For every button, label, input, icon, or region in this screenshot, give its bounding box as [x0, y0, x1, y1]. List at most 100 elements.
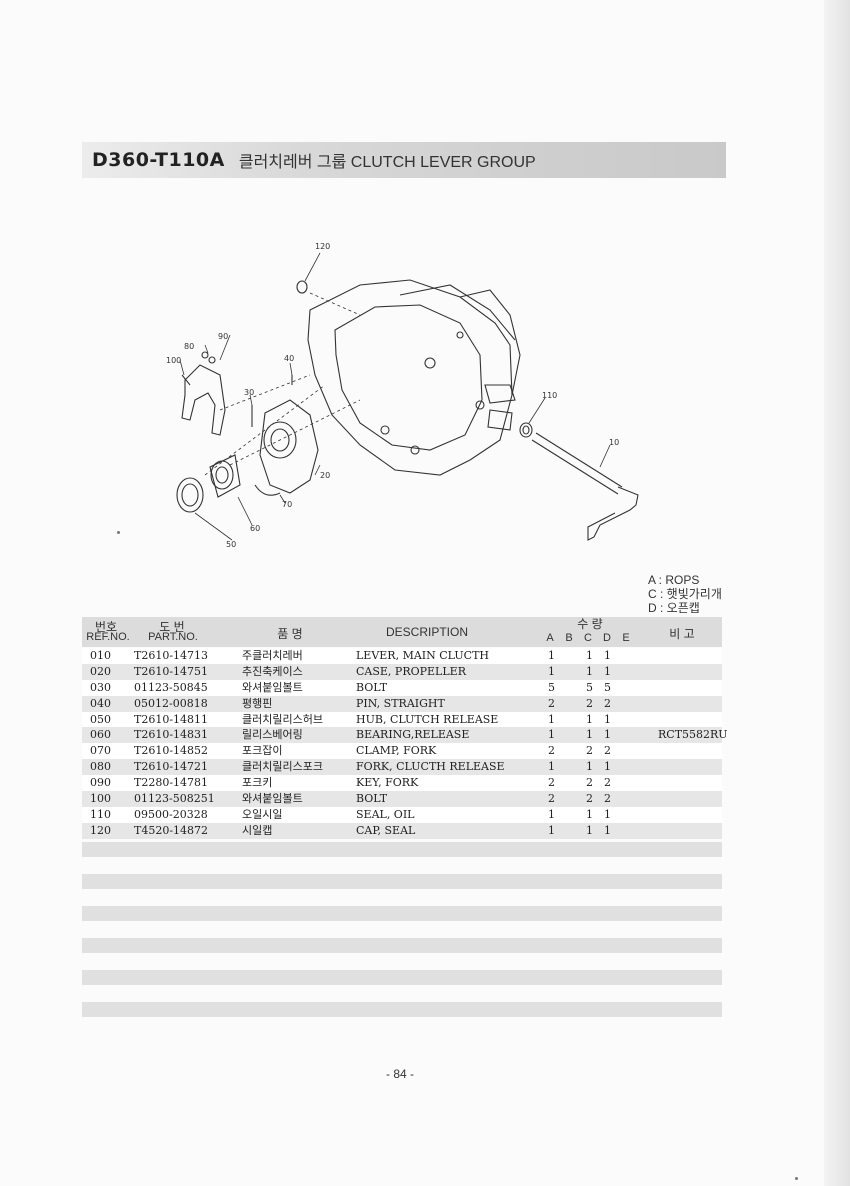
table-row: 030 01123-50845 와셔붙임볼트 BOLT 5 5 5 — [82, 679, 722, 696]
part-description: PIN, STRAIGHT — [356, 696, 445, 710]
empty-row — [82, 906, 722, 921]
qty-a: 1 — [548, 807, 555, 821]
qty-d: 1 — [604, 807, 611, 821]
qty-c: 5 — [586, 680, 593, 694]
header-qty-e: E — [622, 632, 630, 644]
qty-c: 2 — [586, 744, 593, 758]
callout-50: 50 — [226, 540, 236, 549]
part-no: T2280-14781 — [134, 776, 209, 790]
group-title: 클러치레버 그룹 CLUTCH LEVER GROUP — [238, 154, 536, 171]
part-description: CLAMP, FORK — [356, 744, 437, 758]
part-no: 09500-20328 — [134, 807, 208, 821]
header-remark-ko: 비 고 — [669, 627, 695, 641]
header-ref-en: REF.NO. — [86, 631, 130, 643]
header-description: DESCRIPTION — [385, 625, 468, 639]
qty-a: 1 — [548, 649, 555, 662]
qty-c: 2 — [586, 696, 593, 710]
qty-d: 1 — [604, 728, 611, 742]
callout-60: 60 — [250, 524, 260, 533]
qty-d: 1 — [604, 664, 611, 678]
qty-d: 2 — [604, 696, 611, 710]
part-no: 05012-00818 — [134, 696, 208, 710]
part-name-ko: 오일시일 — [242, 807, 283, 821]
part-no: T2610-14751 — [134, 664, 209, 678]
ref-no: 030 — [90, 680, 111, 694]
qty-a: 5 — [548, 680, 555, 694]
part-name-ko: 와셔붙임볼트 — [242, 792, 303, 806]
part-name-ko: 시일캡 — [242, 823, 273, 837]
qty-a: 2 — [548, 792, 555, 806]
header-qty-d: D — [603, 632, 611, 644]
remark: RCT5582RU — [658, 728, 728, 742]
qty-a: 2 — [548, 696, 555, 710]
part-description: KEY, FORK — [356, 776, 419, 790]
callout-110: 110 — [542, 391, 557, 400]
table-row: 060 T2610-14831 릴리스베어링 BEARING,RELEASE 1… — [82, 727, 728, 744]
legend-item-d: D : 오픈캡 — [648, 601, 700, 615]
empty-row — [82, 938, 722, 953]
part-no: T2610-14811 — [134, 712, 209, 726]
qty-d: 1 — [604, 823, 611, 837]
header-name-ko: 품 명 — [277, 627, 303, 641]
table-row: 070 T2610-14852 포크잡이 CLAMP, FORK 2 2 2 — [82, 743, 722, 760]
qty-c: 1 — [586, 649, 593, 662]
group-title-bar: D360-T110A 클러치레버 그룹 CLUTCH LEVER GROUP — [82, 142, 726, 178]
qty-a: 2 — [548, 744, 555, 758]
qty-c: 2 — [586, 776, 593, 790]
part-description: SEAL, OIL — [356, 807, 415, 821]
callout-80: 80 — [184, 342, 194, 351]
callout-30: 30 — [244, 388, 254, 397]
qty-a: 1 — [548, 760, 555, 774]
qty-a: 1 — [548, 728, 555, 742]
part-no: T4520-14872 — [134, 823, 209, 837]
part-name-ko: 포크잡이 — [242, 744, 283, 758]
ref-no: 070 — [90, 744, 111, 758]
ref-no: 100 — [90, 792, 111, 806]
part-description: BEARING,RELEASE — [356, 728, 470, 742]
part-description: CAP, SEAL — [356, 823, 416, 837]
header-ref-ko: 번호 — [94, 620, 118, 634]
part-description: LEVER, MAIN CLUCTH — [356, 649, 489, 662]
qty-d: 1 — [604, 760, 611, 774]
callout-100: 100 — [166, 356, 181, 365]
header-part-en: PART.NO. — [148, 631, 198, 643]
part-description: HUB, CLUTCH RELEASE — [356, 712, 499, 726]
empty-row — [82, 842, 722, 857]
empty-table-rows — [82, 842, 722, 1034]
part-no: T2610-14713 — [134, 649, 209, 662]
ref-no: 040 — [90, 696, 111, 710]
table-row: 050 T2610-14811 클러치릴리스허브 HUB, CLUTCH REL… — [82, 711, 722, 728]
exploded-parts-diagram: 120 90 80 100 40 30 110 10 20 70 60 50 — [166, 242, 639, 549]
table-row: 080 T2610-14721 클러치릴리스포크 FORK, CLUCTH RE… — [82, 759, 722, 776]
variant-legend: A : ROPS C : 햇빛가리개 D : 오픈캡 — [648, 573, 722, 615]
part-name-ko: 평행핀 — [242, 696, 273, 710]
part-name-ko: 추진축케이스 — [242, 664, 303, 678]
ref-no: 110 — [90, 807, 111, 821]
part-name-ko: 포크키 — [242, 776, 273, 790]
part-name-ko: 클러치릴리스허브 — [242, 712, 323, 726]
qty-d: 1 — [604, 649, 611, 662]
ref-no: 060 — [90, 728, 111, 742]
part-name-ko: 클러치릴리스포크 — [242, 760, 323, 774]
table-row: 040 05012-00818 평행핀 PIN, STRAIGHT 2 2 2 — [82, 695, 722, 712]
table-row: 120 T4520-14872 시일캡 CAP, SEAL 1 1 1 — [82, 822, 722, 839]
part-description: FORK, CLUCTH RELEASE — [356, 760, 505, 774]
qty-d: 1 — [604, 712, 611, 726]
table-row: 020 T2610-14751 추진축케이스 CASE, PROPELLER 1… — [82, 663, 722, 680]
header-qty-b: B — [565, 632, 573, 644]
empty-row — [82, 1002, 722, 1017]
legend-item-c: C : 햇빛가리개 — [648, 587, 722, 601]
qty-c: 1 — [586, 760, 593, 774]
table-row: 090 T2280-14781 포크키 KEY, FORK 2 2 2 — [82, 775, 722, 792]
table-row: 100 01123-508251 와셔붙임볼트 BOLT 2 2 2 — [82, 791, 722, 807]
callout-40: 40 — [284, 354, 294, 363]
callout-10: 10 — [609, 438, 619, 447]
part-no: 01123-50845 — [134, 680, 208, 694]
lever-arm — [587, 486, 639, 541]
header-qty-c: C — [584, 632, 592, 644]
qty-c: 1 — [586, 664, 593, 678]
ref-no: 050 — [90, 712, 111, 726]
qty-d: 2 — [604, 744, 611, 758]
qty-c: 2 — [586, 792, 593, 806]
callout-70: 70 — [282, 500, 292, 509]
